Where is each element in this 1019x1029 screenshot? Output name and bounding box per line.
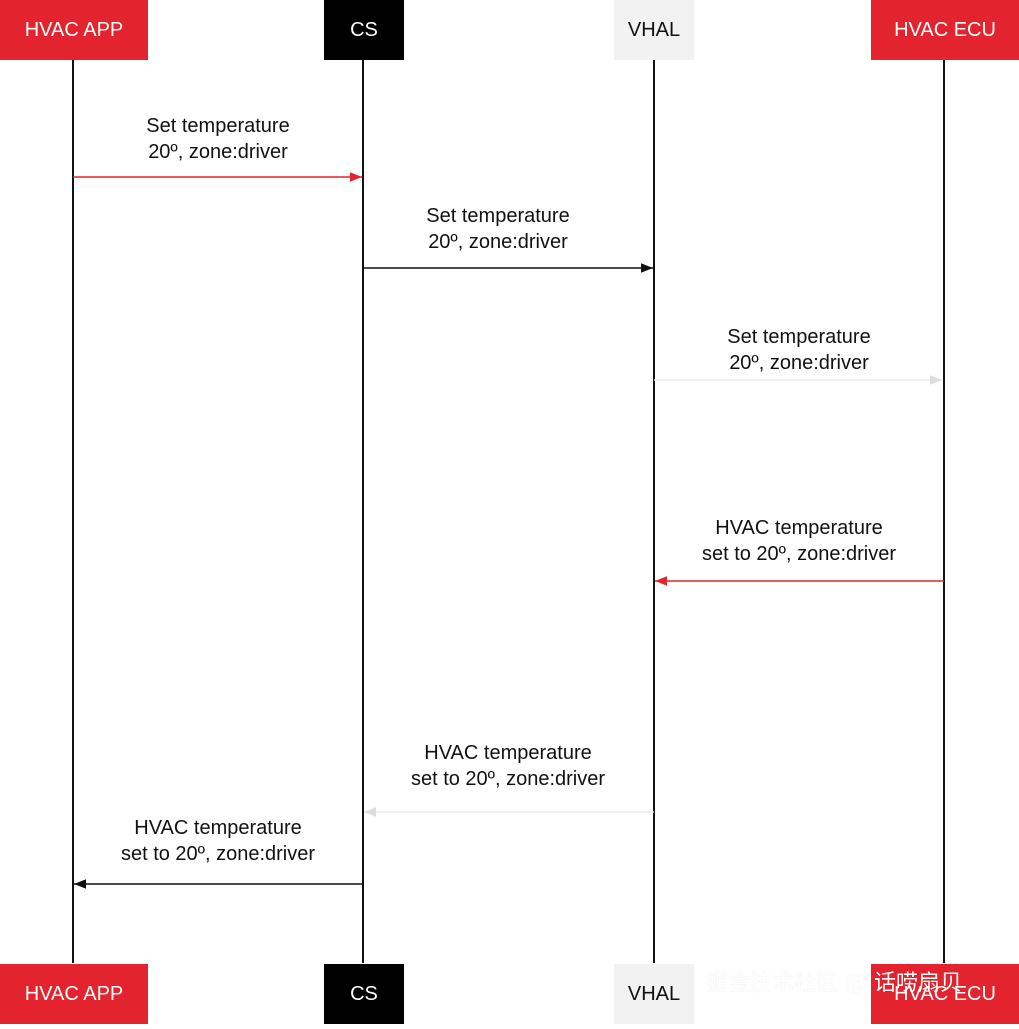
message-label-line: Set temperature	[146, 115, 290, 137]
message-label-line: Set temperature	[426, 205, 570, 227]
lifeline-label: HVAC ECU	[894, 983, 996, 1005]
lifeline-label: VHAL	[627, 983, 681, 1005]
lifeline-box-hvac-app-top: HVAC APP	[0, 0, 148, 60]
message-label-5: HVAC temperature set to 20º, zone:driver	[363, 740, 653, 792]
lifeline-label: HVAC APP	[24, 19, 124, 41]
message-label-line: 20º, zone:driver	[428, 231, 568, 253]
lifeline-label: CS	[350, 983, 378, 1005]
watermark: 掘金技术社区 @ 话唠扇贝	[706, 971, 962, 996]
message-label-2: Set temperature 20º, zone:driver	[353, 203, 643, 255]
lifeline-box-hvac-ecu-top: HVAC ECU	[871, 0, 1019, 60]
lifeline-box-vhal-top: VHAL	[614, 0, 694, 60]
lifeline-label: CS	[350, 19, 378, 41]
lifeline-box-hvac-app-bottom: HVAC APP	[0, 964, 148, 1024]
message-label-line: HVAC temperature	[715, 517, 883, 539]
message-label-4: HVAC temperature set to 20º, zone:driver	[654, 515, 944, 567]
message-label-1: Set temperature 20º, zone:driver	[73, 113, 363, 165]
message-label-line: 20º, zone:driver	[729, 352, 869, 374]
lifeline-label: HVAC ECU	[894, 19, 996, 41]
message-label-line: 20º, zone:driver	[148, 141, 288, 163]
message-label-line: set to 20º, zone:driver	[701, 543, 897, 565]
lifeline-box-cs-top: CS	[324, 0, 404, 60]
message-label-line: HVAC temperature	[134, 817, 302, 839]
message-label-line: set to 20º, zone:driver	[120, 843, 316, 865]
message-label-6: HVAC temperature set to 20º, zone:driver	[73, 815, 363, 867]
message-label-line: set to 20º, zone:driver	[410, 768, 606, 790]
message-label-line: Set temperature	[727, 326, 871, 348]
message-label-3: Set temperature 20º, zone:driver	[654, 324, 944, 376]
lifeline-label: VHAL	[627, 19, 681, 41]
lifeline-box-vhal-bottom: VHAL	[614, 964, 694, 1024]
lifeline-box-hvac-ecu-bottom: HVAC ECU	[871, 964, 1019, 1024]
message-label-line: HVAC temperature	[424, 742, 592, 764]
lifeline-label: HVAC APP	[24, 983, 124, 1005]
lifeline-box-cs-bottom: CS	[324, 964, 404, 1024]
